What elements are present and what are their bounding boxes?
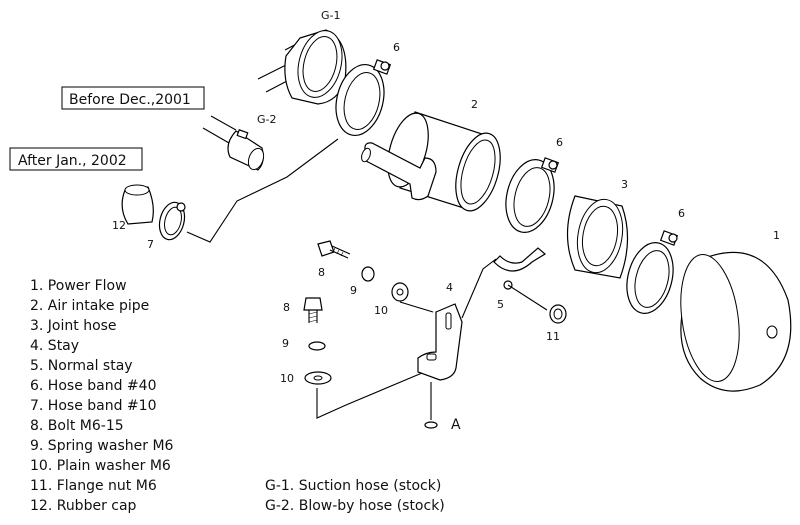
callout-8-lower: 8 (283, 301, 290, 314)
flange-nut-11 (549, 304, 567, 324)
parts-list-item: 4. Stay (30, 338, 80, 354)
callout-4: 4 (446, 281, 453, 294)
callout-8-upper: 8 (318, 266, 325, 279)
parts-list-item: 9. Spring washer M6 (30, 438, 174, 454)
after-jan-2002-box: After Jan., 2002 (9, 147, 143, 171)
hose-band-6-top (335, 59, 392, 136)
spring-washer-9-upper (361, 266, 375, 282)
stay-4 (417, 303, 463, 381)
suction-hose-g1 (257, 29, 347, 105)
before-dec-2001-box: Before Dec.,2001 (61, 86, 205, 110)
parts-list-item: 3. Joint hose (30, 318, 117, 334)
hose-list-item: G-2. Blow-by hose (stock) (265, 498, 445, 514)
bolt-8-upper (317, 240, 351, 259)
joint-hose-3 (566, 195, 629, 279)
parts-list: 1. Power Flow 2. Air intake pipe 3. Join… (30, 276, 173, 516)
air-intake-pipe-2 (361, 111, 501, 212)
callout-2: 2 (471, 98, 478, 111)
callout-10-upper: 10 (374, 304, 388, 317)
hose-list: G-1. Suction hose (stock) G-2. Blow-by h… (265, 476, 445, 516)
normal-stay-5 (493, 247, 548, 311)
leader-washer-to-stay (399, 301, 434, 313)
callout-12: 12 (112, 219, 126, 232)
callout-11: 11 (546, 330, 560, 343)
parts-list-item: 10. Plain washer M6 (30, 458, 171, 474)
parts-list-item: 11. Flange nut M6 (30, 478, 157, 494)
parts-list-item: 2. Air intake pipe (30, 298, 150, 314)
hose-band-6-right (626, 230, 679, 314)
callout-9-upper: 9 (350, 284, 357, 297)
blowby-hose-g2 (202, 115, 265, 171)
callout-a: A (451, 417, 461, 433)
callout-6-middle: 6 (556, 136, 563, 149)
bolt-8-lower (303, 297, 323, 323)
parts-list-item: 7. Hose band #10 (30, 398, 157, 414)
point-a-marker (424, 421, 438, 429)
plain-washer-10-lower (304, 371, 332, 385)
callout-6-top: 6 (393, 41, 400, 54)
parts-list-item: 1. Power Flow (30, 278, 127, 294)
callout-6-right: 6 (678, 207, 685, 220)
rubber-cap-12 (121, 184, 154, 225)
parts-list-item: 12. Rubber cap (30, 498, 137, 514)
callout-g2: G-2 (257, 113, 277, 126)
leader-g2-to-band7 (186, 138, 339, 243)
svg-text:After Jan., 2002: After Jan., 2002 (18, 153, 127, 169)
callout-5: 5 (497, 298, 504, 311)
parts-list-item: 6. Hose band #40 (30, 378, 157, 394)
callout-10-lower: 10 (280, 372, 294, 385)
hose-band-6-middle (505, 157, 560, 233)
power-flow-1 (680, 251, 792, 392)
hose-band-7 (158, 201, 186, 241)
parts-list-item: 8. Bolt M6-15 (30, 418, 124, 434)
parts-list-item: 5. Normal stay (30, 358, 133, 374)
callout-3: 3 (621, 178, 628, 191)
hose-list-item: G-1. Suction hose (stock) (265, 478, 442, 494)
plain-washer-10-upper (391, 282, 409, 302)
callout-7: 7 (147, 238, 154, 251)
callout-9-lower: 9 (282, 337, 289, 350)
spring-washer-9-lower (308, 341, 326, 351)
svg-text:Before Dec.,2001: Before Dec.,2001 (69, 92, 191, 108)
callout-g1: G-1 (321, 9, 341, 22)
callout-1: 1 (773, 229, 780, 242)
leader-bolt-to-stay (316, 364, 442, 419)
